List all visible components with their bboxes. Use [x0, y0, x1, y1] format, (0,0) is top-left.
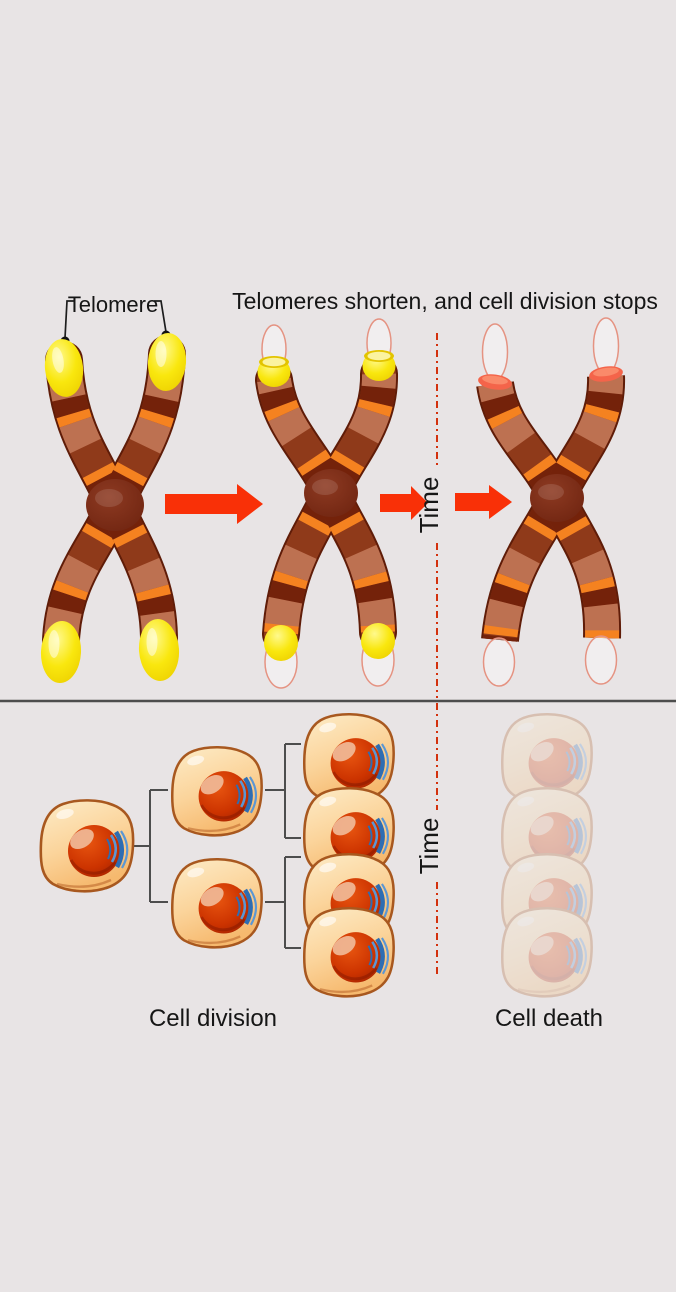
- cell-illustration: [172, 747, 261, 835]
- telomere-pointer-left: [64, 300, 74, 339]
- arrow-icon-2: [380, 486, 428, 520]
- chromosome-shortened-telomeres: [255, 318, 398, 689]
- cell-division-tree-lines: [133, 743, 301, 949]
- cell-illustration: [41, 800, 133, 891]
- telomere-label: Telomere: [68, 292, 158, 317]
- diagram-title: Telomeres shorten, and cell division sto…: [232, 288, 658, 314]
- centromere-gloss: [312, 479, 338, 495]
- telomere-pointer-right: [154, 300, 167, 333]
- time-label-top: Time: [414, 477, 444, 534]
- cell-division-cells: [41, 714, 394, 996]
- telomere-callout: Telomere: [60, 292, 171, 346]
- cell-death-label: Cell death: [495, 1005, 603, 1032]
- arrow-icon-1: [165, 484, 263, 524]
- faded-cell-illustration: [502, 908, 591, 996]
- telomere-caps-full: [40, 333, 187, 683]
- chromosome-full-telomeres: [40, 333, 187, 683]
- arrow-icon-3: [455, 485, 512, 519]
- cell-illustration: [304, 908, 393, 996]
- cell-division-label: Cell division: [149, 1005, 277, 1032]
- cell-illustration: [172, 859, 261, 947]
- time-label-bottom: Time: [414, 818, 444, 875]
- exposed-chromosome-tips: [478, 366, 623, 390]
- chromosome-lost-telomeres: [476, 317, 626, 687]
- centromere-gloss: [538, 484, 564, 500]
- cell-death-cells: [502, 714, 591, 996]
- telomere-caps-short: [257, 350, 396, 661]
- centromere: [530, 474, 584, 522]
- timeline-bottom: Time: [414, 703, 444, 976]
- centromere-gloss: [95, 489, 123, 507]
- lost-telomere-ghosts: [481, 317, 620, 687]
- timeline-top: Time: [414, 333, 444, 698]
- centromere: [304, 469, 358, 517]
- centromere: [86, 479, 144, 531]
